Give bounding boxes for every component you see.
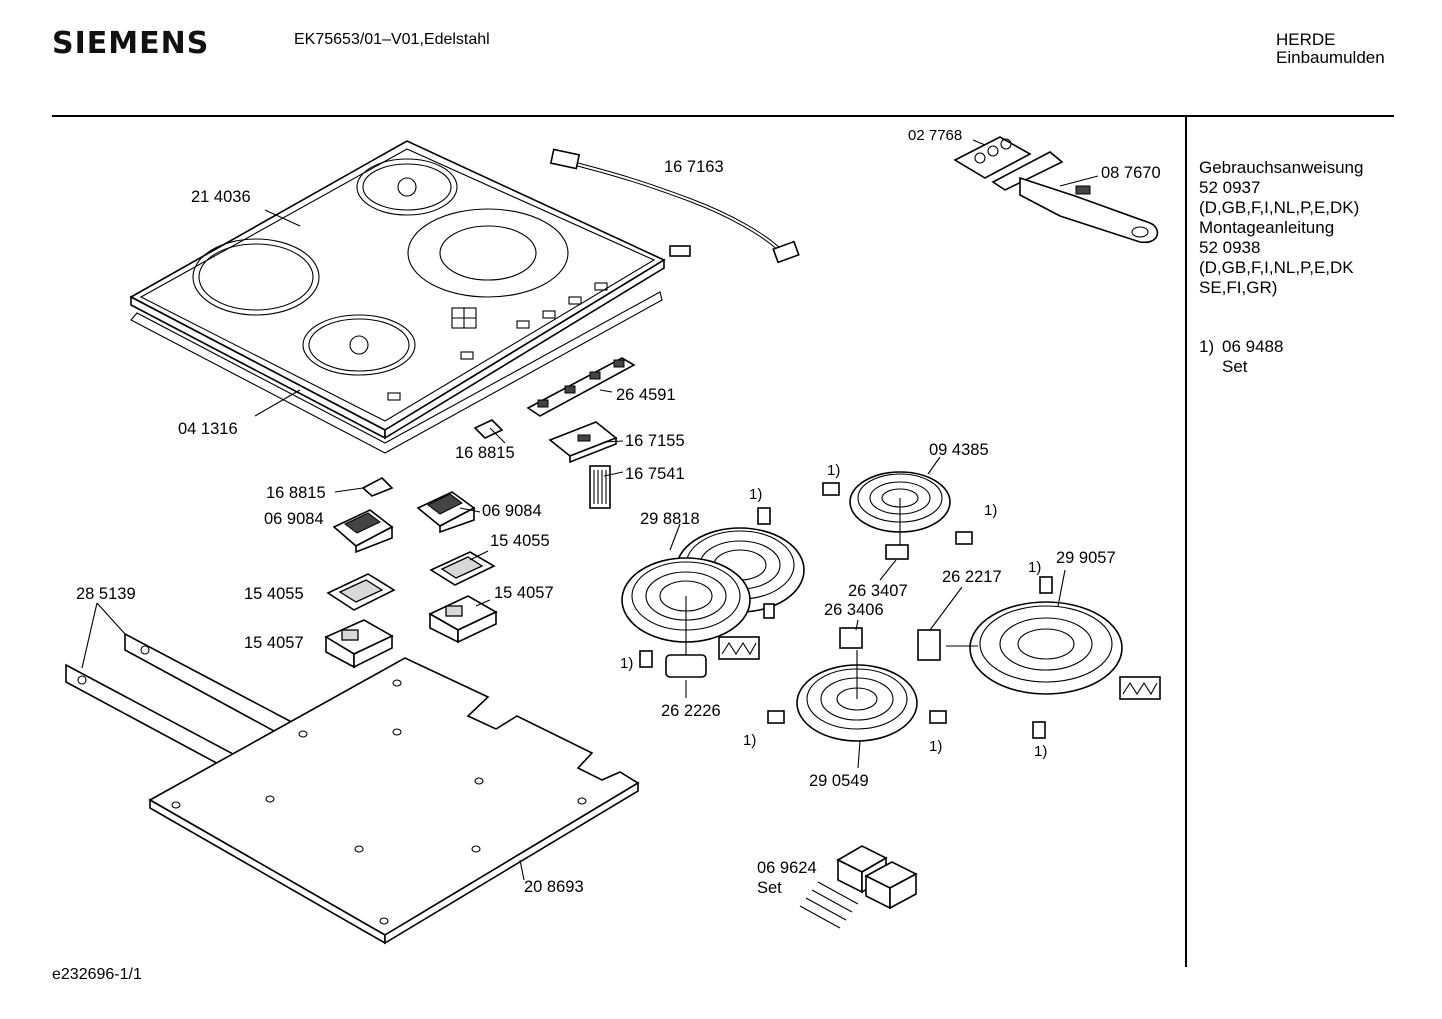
label-263407: 26 3407 [848, 582, 908, 600]
part-labels: 21 4036 04 1316 16 7163 02 7768 08 7670 … [76, 127, 1161, 897]
control-module[interactable] [548, 421, 618, 464]
holder-069084-left[interactable] [332, 509, 394, 554]
drawing-id: e232696-1/1 [52, 966, 142, 983]
label-285139: 28 5139 [76, 585, 136, 603]
footnote-marker: 1) [620, 655, 633, 672]
label-262217: 26 2217 [942, 568, 1002, 586]
touch-control-board[interactable] [526, 357, 636, 417]
label-298818: 29 8818 [640, 510, 700, 528]
label-069084-right: 06 9084 [482, 502, 542, 520]
footnote-marker: 1) [743, 732, 756, 749]
glass-ceramic-top[interactable] [129, 140, 666, 440]
footnote-marker: 1) [1034, 743, 1047, 760]
dual-circuit-heater-298818[interactable] [621, 527, 805, 660]
label-069624-set: Set [757, 879, 782, 897]
label-214036: 21 4036 [191, 188, 251, 206]
adhesive-pad-upper[interactable] [473, 419, 504, 439]
footnote-marker: 1) [827, 462, 840, 479]
category-line-1: HERDE [1276, 30, 1336, 49]
terminal-block[interactable] [639, 482, 1053, 739]
label-168815-upper: 16 8815 [455, 444, 515, 462]
label-168815-lower: 16 8815 [266, 484, 326, 502]
label-069084-left: 06 9084 [264, 510, 324, 528]
label-069624: 06 9624 [757, 859, 817, 877]
header-divider [52, 115, 1394, 117]
connection-cable[interactable] [549, 148, 800, 264]
clip-154057-left[interactable] [324, 619, 394, 669]
label-167163: 16 7163 [664, 158, 724, 176]
bottom-plate[interactable] [148, 657, 640, 945]
model-designation: EK75653/01–V01,Edelstahl [294, 31, 490, 48]
label-263406: 26 3406 [824, 601, 884, 619]
flat-cable[interactable] [589, 465, 611, 509]
footnote-marker: 1) [929, 738, 942, 755]
footnote-marker: 1) [984, 502, 997, 519]
leader-lines [81, 139, 1099, 881]
heater-290549[interactable] [796, 627, 918, 742]
sidebar-line: (D,GB,F,I,NL,P,E,DK [1199, 258, 1354, 277]
adhesive-pad-lower[interactable] [361, 477, 394, 497]
sidebar-line: Gebrauchsanweisung [1199, 158, 1364, 177]
label-167155: 16 7155 [625, 432, 685, 450]
footnote-marker: 1) [749, 486, 762, 503]
label-087670: 08 7670 [1101, 164, 1161, 182]
footnote-marker: 1) [1028, 559, 1041, 576]
element-symbol-zigzag-2 [1119, 676, 1161, 700]
heater-094385[interactable] [849, 471, 951, 560]
sidebar-divider [1185, 117, 1187, 967]
label-094385: 09 4385 [929, 441, 989, 459]
footnote-markers: 1) 1) 1) 1) 1) 1) 1) 1) [620, 462, 1047, 760]
sidebar-line: 52 0937 [1199, 178, 1261, 197]
sidebar-note-part: 06 9488 [1222, 337, 1284, 356]
cover-154055-right[interactable] [429, 551, 496, 586]
sidebar-line: SE,FI,GR) [1199, 278, 1278, 297]
label-264591: 26 4591 [616, 386, 676, 404]
sidebar-line: 52 0938 [1199, 238, 1261, 257]
product-category: HERDE Einbaumulden [1276, 31, 1385, 67]
element-symbol-zigzag [718, 636, 760, 660]
label-154057-left: 15 4057 [244, 634, 304, 652]
label-262226: 26 2226 [661, 702, 721, 720]
sidebar-line: Montageanleitung [1199, 218, 1335, 237]
label-208693: 20 8693 [524, 878, 584, 896]
holder-069084-right[interactable] [416, 491, 476, 534]
label-167541: 16 7541 [625, 465, 685, 483]
sidebar-line: (D,GB,F,I,NL,P,E,DK) [1199, 198, 1360, 217]
label-299057: 29 9057 [1056, 549, 1116, 567]
extendable-heater-299057[interactable] [917, 601, 1123, 695]
brand-logo: SIEMENS [52, 26, 210, 61]
connector-set[interactable] [799, 845, 918, 929]
label-027768: 02 7768 [908, 127, 962, 144]
sidebar-note-text: Set [1222, 357, 1248, 376]
frame-seal[interactable] [130, 291, 663, 454]
label-041316: 04 1316 [178, 420, 238, 438]
cover-154055-left[interactable] [326, 573, 396, 611]
label-290549: 29 0549 [809, 772, 869, 790]
category-line-2: Einbaumulden [1276, 48, 1385, 67]
heater-connector-262226[interactable] [665, 654, 707, 678]
parts-drawing: 21 4036 04 1316 16 7163 02 7768 08 7670 … [65, 127, 1161, 945]
scraper-set[interactable] [953, 136, 1159, 244]
clip-154057-right[interactable] [428, 595, 498, 644]
label-154055-left: 15 4055 [244, 585, 304, 603]
label-154055-right: 15 4055 [490, 532, 550, 550]
label-154057-right: 15 4057 [494, 584, 554, 602]
sidebar-note-number: 1) [1199, 337, 1215, 356]
